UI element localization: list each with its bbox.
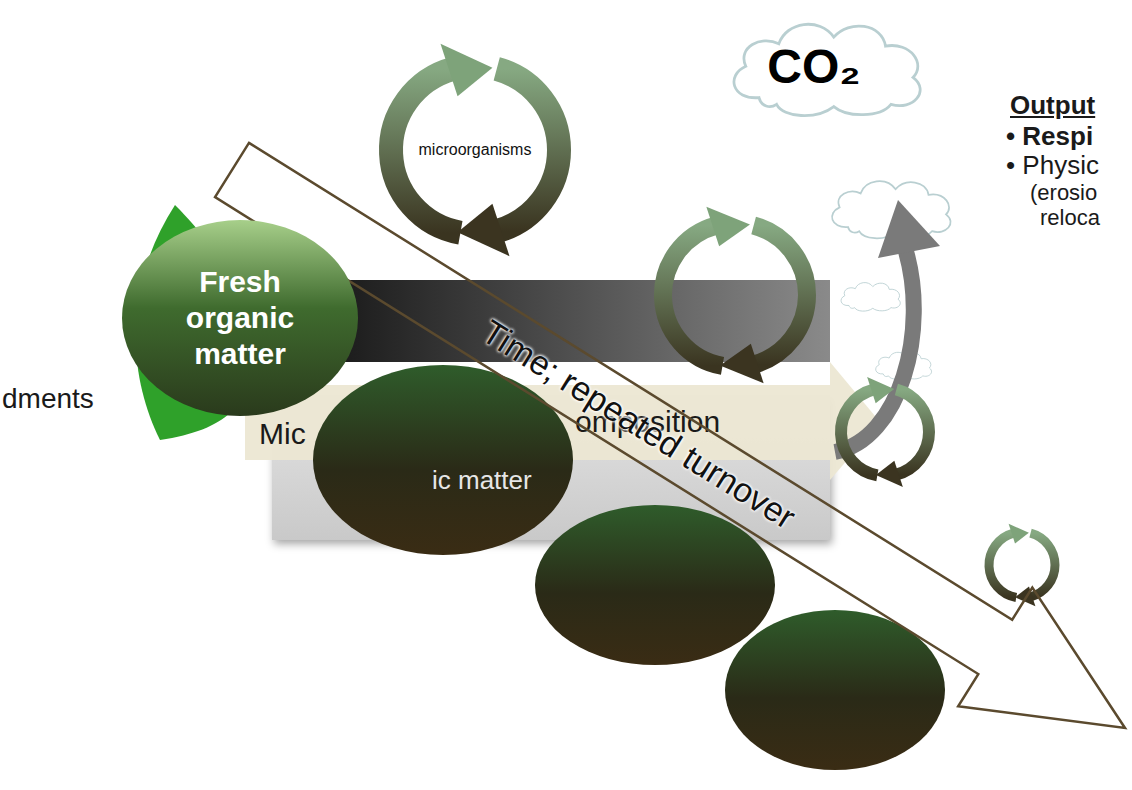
cycle-arrowhead [706, 207, 750, 246]
cycle-arc [1031, 533, 1055, 597]
output-label: • Physic [1006, 150, 1099, 181]
output-label: Output [1010, 90, 1095, 121]
cycle-arrowhead [720, 344, 764, 383]
cycle-arrowhead [876, 461, 903, 487]
node-text: ic matter [432, 465, 532, 496]
cut-label: dments [2, 383, 94, 415]
cycle-arc [663, 225, 722, 365]
node-text: Mic [259, 417, 306, 451]
node-text: Fresh organic matter [165, 264, 315, 372]
microorganism-cycle: microorganisms [395, 133, 555, 167]
cycle-arc [754, 225, 807, 364]
cycle-arrows [989, 524, 1055, 606]
cycle-arrows [841, 377, 929, 487]
cycle-arrows [391, 44, 559, 256]
small-cloud [841, 283, 900, 312]
cycle-arc [896, 389, 929, 474]
ellipse-fill [122, 220, 358, 416]
cycle-arrowhead [458, 204, 510, 256]
output-label: reloca [1040, 205, 1100, 231]
time-arrow-shape [195, 111, 1132, 788]
cycle-arrowhead [1009, 524, 1029, 544]
co2-cloud: CO₂ [715, 8, 935, 120]
cycle-arc [841, 389, 877, 475]
output-label: (erosio [1030, 180, 1097, 206]
soil-ellipse [313, 365, 573, 555]
cycle-arrows [663, 207, 807, 383]
soil-ellipse [535, 505, 775, 665]
node-text: CO₂ [767, 39, 860, 94]
cycle-arc [989, 533, 1016, 597]
cycle-arrowhead [867, 377, 894, 403]
node-text: microorganisms [419, 141, 532, 159]
cloud-shape [734, 24, 920, 115]
organic-matter-band: ic matter [272, 395, 830, 540]
cycle-arrowhead [441, 44, 493, 96]
fresh-matter-ellipse: Fresh organic matter [122, 220, 358, 416]
decomposition-band: Micomposition [245, 385, 830, 460]
output-label: • Respi [1006, 121, 1093, 152]
release-arrowhead [878, 200, 940, 258]
